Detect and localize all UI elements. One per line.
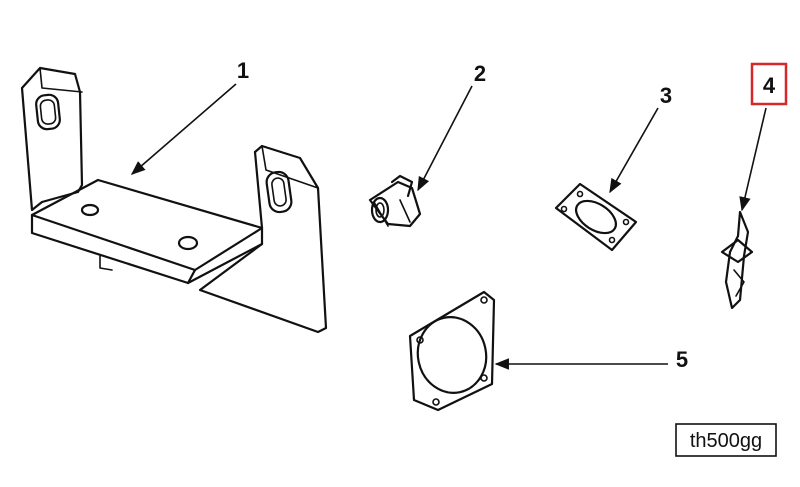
leader-lines xyxy=(130,83,767,370)
part-3-small-gasket xyxy=(554,182,638,252)
callout-1: 1 xyxy=(237,58,249,83)
callout-3: 3 xyxy=(660,83,672,108)
part-4-edge-gasket xyxy=(720,210,754,310)
leader-4 xyxy=(739,107,767,212)
leader-2 xyxy=(417,85,473,192)
part-2-elbow-fitting xyxy=(368,174,422,228)
part-5-large-gasket xyxy=(408,290,496,412)
callout-5: 5 xyxy=(676,347,688,372)
figure-id: th500gg xyxy=(690,430,762,452)
callout-4: 4 xyxy=(763,73,776,98)
leader-1 xyxy=(130,83,237,175)
figure-id-box: th500gg xyxy=(675,423,777,457)
part-1-mounting-bracket xyxy=(20,66,328,334)
leader-3 xyxy=(609,107,659,194)
callout-labels: 1 2 3 4 5 xyxy=(237,58,788,372)
callout-2: 2 xyxy=(474,61,486,86)
callout-4-highlight-box xyxy=(750,62,788,106)
